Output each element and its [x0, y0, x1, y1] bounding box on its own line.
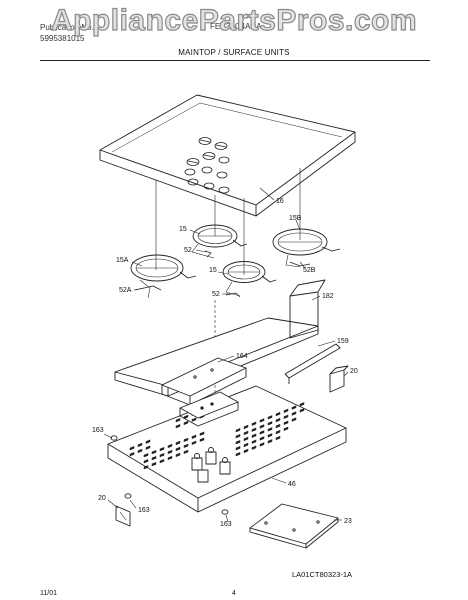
- publication-number: 5995381015: [40, 34, 85, 43]
- cover-plate-23: [249, 503, 339, 549]
- diagram-code: LA01CT80323-1A: [292, 570, 353, 579]
- header-rule: [40, 60, 430, 61]
- rail-159: [284, 343, 341, 384]
- callout-52a: 52A: [119, 287, 132, 294]
- screws-163: [110, 435, 229, 515]
- callout-52b: 52B: [303, 267, 316, 274]
- surface-unit-15-upper: [191, 224, 248, 259]
- bracket-20-left: [115, 505, 131, 527]
- callout-163-left: 163: [92, 427, 104, 434]
- callout-20-left: 20: [98, 495, 106, 502]
- callout-163-middle: 163: [138, 507, 150, 514]
- control-knobs: [184, 137, 230, 194]
- callout-159: 159: [337, 338, 349, 345]
- publication-label: Publication No.: [40, 23, 94, 32]
- callout-16: 16: [276, 198, 284, 205]
- footer-page-number: 4: [232, 590, 236, 597]
- vent-slots: [129, 402, 305, 470]
- callout-163-bottom: 163: [220, 521, 232, 528]
- callout-46: 46: [288, 481, 296, 488]
- bracket-20-right: [329, 365, 349, 393]
- callout-20-right: 20: [350, 368, 358, 375]
- surface-unit-15a: [130, 254, 197, 299]
- callout-15b: 15B: [289, 215, 302, 222]
- surface-unit-15b: [272, 228, 341, 268]
- callout-labels: 16 15 15B 15A 15 52 52B 52A 52 182 159 1…: [92, 198, 358, 528]
- infinite-switches: [191, 447, 231, 483]
- publication-info: Publication No. 5995381015: [40, 22, 94, 44]
- watermark: AppliancePartsPros.com: [50, 3, 418, 37]
- leader-lines: [103, 187, 349, 523]
- footer-date: 11/01: [40, 590, 57, 597]
- maintop-glass-panel: [99, 94, 356, 217]
- callout-52: 52: [184, 247, 192, 254]
- callout-15-lower: 15: [209, 267, 217, 274]
- section-title: MAINTOP / SURFACE UNITS: [178, 48, 290, 57]
- surface-unit-15-lower: [222, 261, 277, 297]
- callout-164: 164: [236, 353, 248, 360]
- model-number: FEC36C4ACA: [210, 22, 262, 31]
- element-wiring: [134, 250, 311, 298]
- callout-15a: 15A: [116, 257, 129, 264]
- callout-15: 15: [179, 226, 187, 233]
- callout-23: 23: [344, 518, 352, 525]
- callout-52-lower: 52: [212, 291, 220, 298]
- switch-block: [179, 391, 239, 427]
- callout-182: 182: [322, 293, 334, 300]
